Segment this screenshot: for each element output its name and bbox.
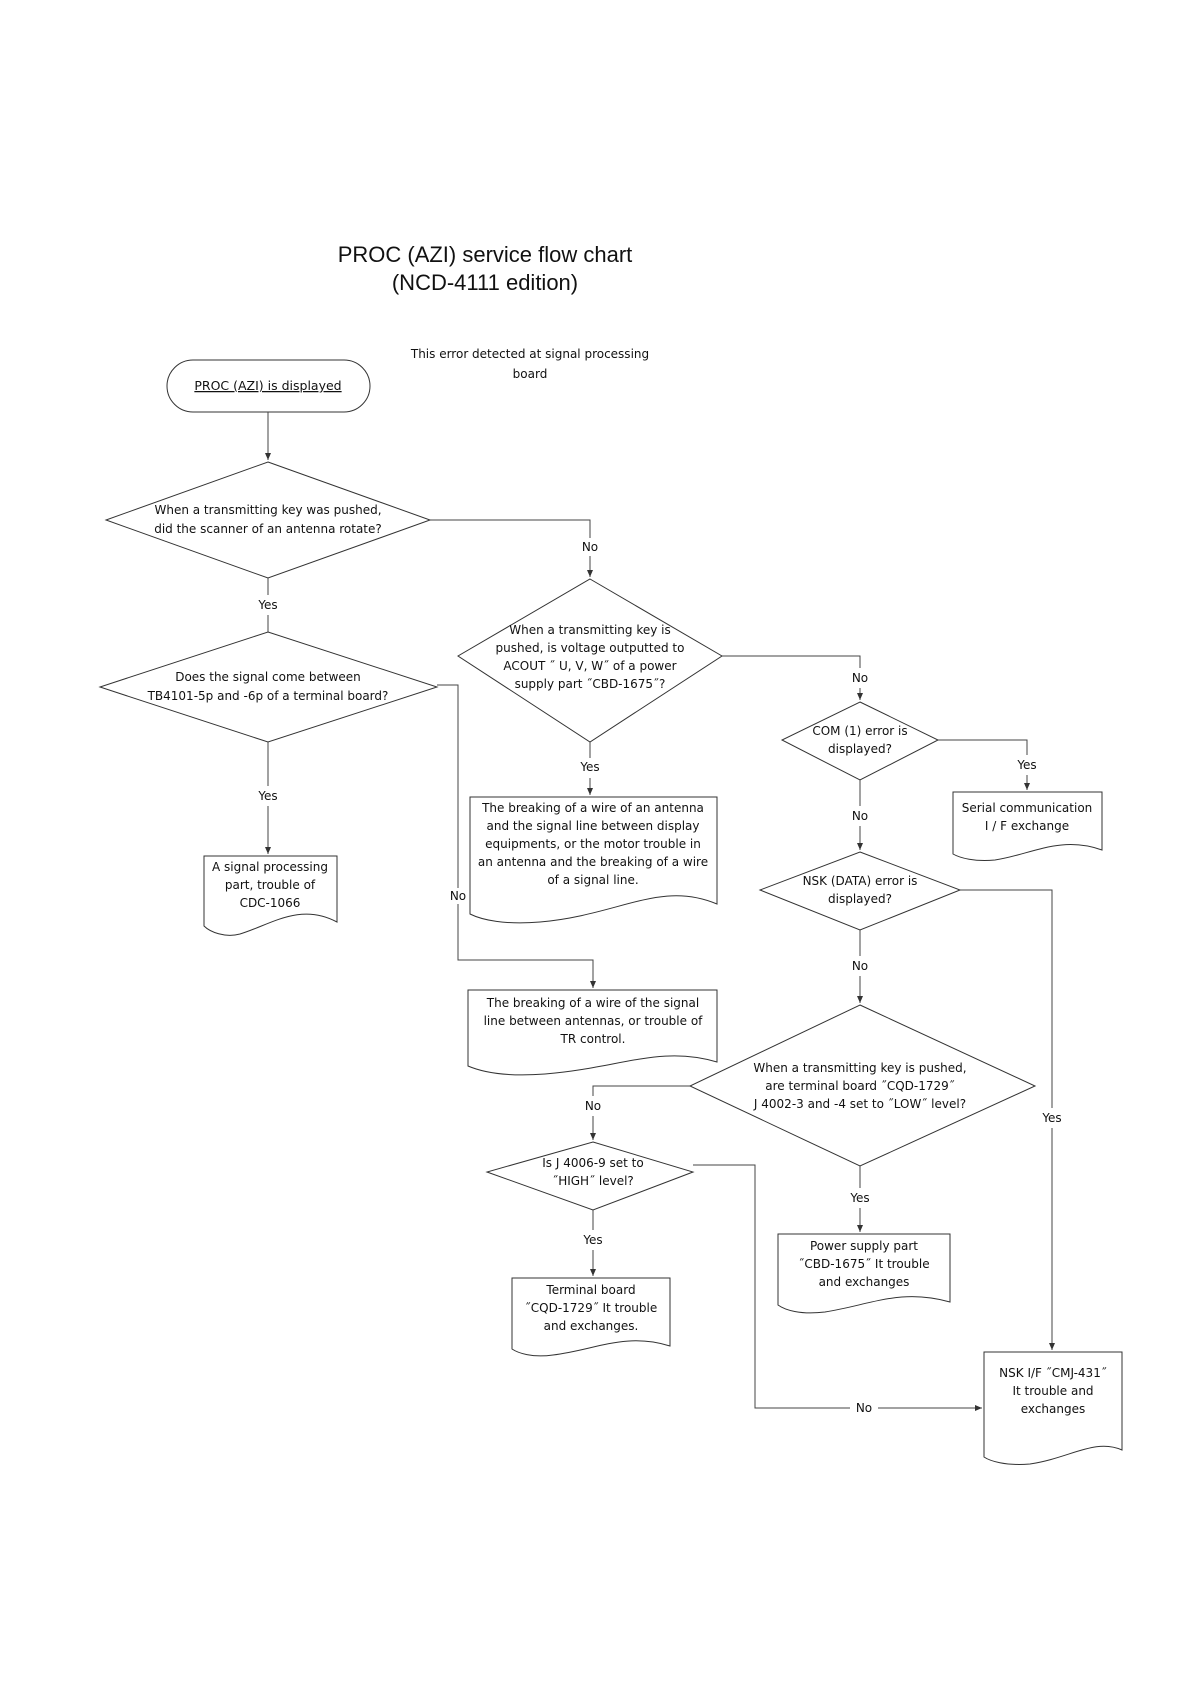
- result-label-line: line between antennas, or trouble of: [484, 1014, 704, 1028]
- edge-label-no: No: [852, 671, 868, 685]
- result-label-line: and the signal line between display: [487, 819, 700, 833]
- result-label-line: part, trouble of: [225, 878, 316, 892]
- edge-label-no: No: [856, 1401, 872, 1415]
- result-label-line: of a signal line.: [547, 873, 638, 887]
- result-label-line: ˝CBD-1675˝ It trouble: [798, 1257, 929, 1271]
- decision-label-line: COM (1) error is: [812, 724, 907, 738]
- decision-nsk-data-error: NSK (DATA) error is displayed?: [758, 851, 962, 931]
- result-label-line: TR control.: [560, 1032, 626, 1046]
- decision-label-line: When a transmitting key is pushed,: [753, 1061, 966, 1075]
- note-line2: board: [513, 367, 548, 381]
- edge-label-yes: Yes: [257, 789, 277, 803]
- start-label: PROC (AZI) is displayed: [194, 378, 341, 393]
- decision-label-line: When a transmitting key is: [509, 623, 671, 637]
- edge-label-yes: Yes: [582, 1233, 602, 1247]
- result-label-line: Serial communication: [962, 801, 1093, 815]
- decision-label-line: TB4101-5p and -6p of a terminal board?: [147, 689, 389, 703]
- result-power-supply-exchange: Power supply part ˝CBD-1675˝ It trouble …: [777, 1233, 951, 1314]
- decision-label-line: supply part ˝CBD-1675˝?: [515, 677, 666, 691]
- decision-label-line: ACOUT ˝ U, V, W˝ of a power: [503, 659, 676, 673]
- result-label-line: Terminal board: [545, 1283, 635, 1297]
- result-serial-communication: Serial communication I / F exchange: [952, 791, 1103, 861]
- edge-label-yes: Yes: [579, 760, 599, 774]
- chart-title-line1: PROC (AZI) service flow chart: [338, 242, 633, 267]
- result-label-line: exchanges: [1021, 1402, 1085, 1416]
- result-label-line: an antenna and the breaking of a wire: [478, 855, 708, 869]
- decision-label-line: Is J 4006-9 set to: [542, 1156, 643, 1170]
- decision-label-line: Does the signal come between: [175, 670, 361, 684]
- result-antenna-signal-line-tr: The breaking of a wire of the signal lin…: [467, 989, 718, 1076]
- decision-label-line: When a transmitting key was pushed,: [154, 503, 381, 517]
- note-line1: This error detected at signal processing: [410, 347, 649, 361]
- result-antenna-wire-breaking: The breaking of a wire of an antenna and…: [469, 796, 718, 924]
- edge-label-yes: Yes: [1041, 1111, 1061, 1125]
- chart-title-line2: (NCD-4111 edition): [392, 270, 578, 295]
- decision-terminal-board-signal: Does the signal come between TB4101-5p a…: [98, 631, 439, 743]
- decision-terminal-low-level: When a transmitting key is pushed, are t…: [688, 1004, 1037, 1167]
- edge-label-no: No: [852, 809, 868, 823]
- decision-label-line: ˝HIGH˝ level?: [552, 1174, 634, 1188]
- decision-label-line: displayed?: [828, 742, 892, 756]
- result-label-line: and exchanges.: [544, 1319, 639, 1333]
- edge-label-no: No: [852, 959, 868, 973]
- result-label-line: I / F exchange: [985, 819, 1069, 833]
- result-label-line: It trouble and: [1012, 1384, 1093, 1398]
- decision-transmit-scanner-rotate: When a transmitting key was pushed, did …: [104, 461, 432, 579]
- edge-labels: Yes No Yes No Yes No Yes No No Yes No Ye…: [257, 540, 1061, 1415]
- result-label-line: CDC-1066: [240, 896, 301, 910]
- result-nsk-if-exchange: NSK I/F ˝CMJ-431˝ It trouble and exchang…: [983, 1351, 1123, 1465]
- connector-lines: [265, 412, 1055, 1411]
- result-label-line: and exchanges: [819, 1275, 910, 1289]
- result-label-line: Power supply part: [810, 1239, 918, 1253]
- result-label-line: The breaking of a wire of the signal: [486, 996, 699, 1010]
- decision-acout-voltage: When a transmitting key is pushed, is vo…: [457, 578, 723, 743]
- result-label-line: ˝CQD-1729˝ It trouble: [525, 1301, 657, 1315]
- decision-com-error: COM (1) error is displayed?: [780, 701, 940, 781]
- edge-label-no: No: [582, 540, 598, 554]
- result-label-line: The breaking of a wire of an antenna: [481, 801, 704, 815]
- decision-label-line: displayed?: [828, 892, 892, 906]
- decision-label-line: pushed, is voltage outputted to: [496, 641, 685, 655]
- edge-label-no: No: [585, 1099, 601, 1113]
- edge-label-no: No: [450, 889, 466, 903]
- decision-j4006-high-level: Is J 4006-9 set to ˝HIGH˝ level?: [485, 1141, 695, 1211]
- result-signal-processing-trouble: A signal processing part, trouble of CDC…: [203, 855, 338, 936]
- result-label-line: A signal processing: [212, 860, 328, 874]
- start-terminator: PROC (AZI) is displayed: [166, 359, 371, 413]
- edge-label-yes: Yes: [257, 598, 277, 612]
- decision-label-line: J 4002-3 and -4 set to ˝LOW˝ level?: [753, 1097, 966, 1111]
- edge-label-yes: Yes: [849, 1191, 869, 1205]
- decision-label-line: are terminal board ˝CQD-1729˝: [765, 1079, 955, 1093]
- edge-label-yes: Yes: [1016, 758, 1036, 772]
- decision-label-line: did the scanner of an antenna rotate?: [154, 522, 382, 536]
- result-label-line: equipments, or the motor trouble in: [485, 837, 701, 851]
- decision-label-line: NSK (DATA) error is: [803, 874, 918, 888]
- result-terminal-board-exchange: Terminal board ˝CQD-1729˝ It trouble and…: [511, 1277, 671, 1357]
- result-label-line: NSK I/F ˝CMJ-431˝: [999, 1366, 1107, 1380]
